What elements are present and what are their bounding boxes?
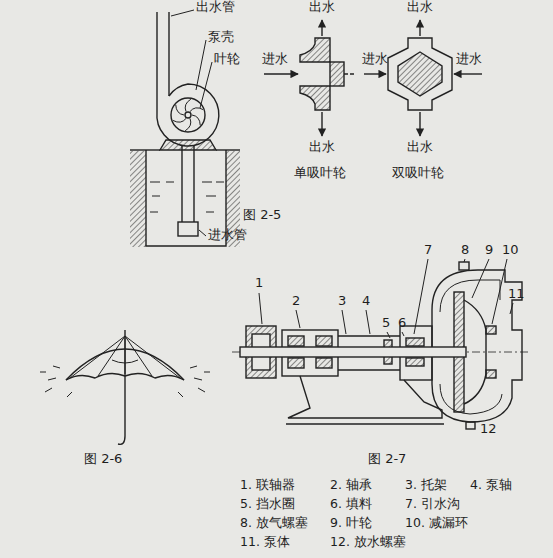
figure-caption: 图 2-7 — [368, 452, 406, 467]
key-item: 11. 泵体 — [240, 535, 290, 549]
key-item: 6. 填料 — [330, 497, 372, 511]
double-suction-impeller — [364, 20, 482, 136]
impeller-vane — [192, 115, 200, 125]
flow-label: 进水 — [456, 52, 482, 67]
callout-number: 1 — [255, 276, 263, 291]
key-item: 2. 轴承 — [330, 478, 372, 492]
pump-section — [232, 259, 530, 429]
key-item: 1. 联轴器 — [240, 478, 295, 492]
water-drop — [67, 392, 72, 397]
figure-caption: 图 2-5 — [243, 208, 281, 223]
key-item: 4. 泵轴 — [470, 478, 512, 492]
key-item: 8. 放气螺塞 — [240, 516, 308, 530]
callout-number: 8 — [461, 243, 469, 258]
flow-label: 进水 — [362, 52, 388, 67]
callout-number: 9 — [485, 243, 493, 258]
impeller-vane — [176, 105, 184, 115]
key-item: 5. 挡水圈 — [240, 497, 295, 511]
callout-number: 5 — [382, 316, 390, 331]
key-item: 3. 托架 — [405, 478, 447, 492]
water-drop — [194, 378, 202, 380]
water-drop — [190, 366, 197, 368]
flow-label: 出水 — [309, 140, 335, 155]
pump-sketch — [130, 10, 240, 247]
part-label: 泵壳 — [208, 30, 234, 45]
impeller-vane — [185, 118, 191, 130]
part-label: 叶轮 — [214, 52, 240, 67]
flow-label: 出水 — [407, 140, 433, 155]
callout-number: 3 — [338, 294, 346, 309]
key-item: 10. 减漏环 — [405, 516, 468, 530]
callout-number: 12 — [480, 422, 497, 437]
part-label: 进水管 — [208, 228, 247, 243]
impeller-vane — [173, 118, 186, 122]
sub-caption: 单吸叶轮 — [294, 166, 346, 181]
water-drop — [48, 378, 56, 380]
key-item: 7. 引水沟 — [405, 497, 460, 511]
flow-label: 出水 — [407, 0, 433, 15]
single-suction-impeller — [264, 20, 356, 136]
impeller-vane — [185, 99, 191, 111]
water-drop — [45, 388, 52, 392]
water-drop — [178, 392, 183, 397]
sub-caption: 双吸叶轮 — [392, 166, 444, 181]
callout-number: 4 — [362, 294, 370, 309]
key-item: 12. 放水螺塞 — [330, 535, 406, 549]
key-item: 9. 叶轮 — [330, 516, 372, 530]
part-label: 出水管 — [196, 0, 235, 15]
impeller-vane — [190, 108, 203, 112]
callout-number: 2 — [292, 294, 300, 309]
figure-caption: 图 2-6 — [84, 452, 122, 467]
water-drop — [198, 388, 205, 392]
callout-number: 11 — [508, 287, 525, 302]
callout-number: 6 — [398, 316, 406, 331]
callout-number: 7 — [424, 243, 432, 258]
flow-label: 出水 — [309, 0, 335, 15]
water-drop — [53, 366, 60, 368]
water-drop — [204, 372, 210, 373]
umbrella-sketch — [40, 330, 210, 444]
flow-label: 进水 — [262, 52, 288, 67]
water-drop — [40, 372, 46, 373]
callout-number: 10 — [502, 243, 519, 258]
